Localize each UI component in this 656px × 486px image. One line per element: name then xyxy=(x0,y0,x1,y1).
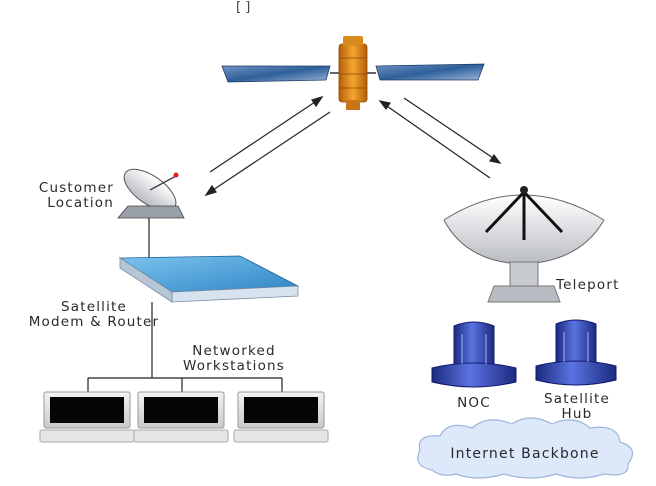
workstation-icon xyxy=(39,391,135,443)
cloud-icon xyxy=(417,417,634,479)
workstation-icon xyxy=(233,391,329,443)
server-icon xyxy=(535,319,617,386)
noc-label: NOC xyxy=(457,395,491,411)
customer-link-arrows xyxy=(204,95,331,197)
customer-dish-icon xyxy=(117,168,185,219)
teleport-link-arrows xyxy=(378,97,502,179)
satellite-icon xyxy=(221,36,485,110)
modem-icon xyxy=(118,255,300,303)
teleport-dish-icon xyxy=(443,186,605,303)
satellite-modem-router-label: Satellite Modem & Router xyxy=(28,299,160,330)
satellite-hub-label: Satellite Hub xyxy=(543,391,611,422)
networked-workstations-label: Networked Workstations xyxy=(182,343,286,374)
server-icon xyxy=(431,321,517,388)
workstation-network-lines xyxy=(87,302,283,394)
customer-location-label: Customer Location xyxy=(38,180,114,211)
top-fragment: [ ] xyxy=(236,0,251,15)
workstation-icon xyxy=(133,391,229,443)
teleport-label: Teleport xyxy=(556,277,620,293)
internet-backbone-label: Internet Backbone xyxy=(450,446,600,462)
